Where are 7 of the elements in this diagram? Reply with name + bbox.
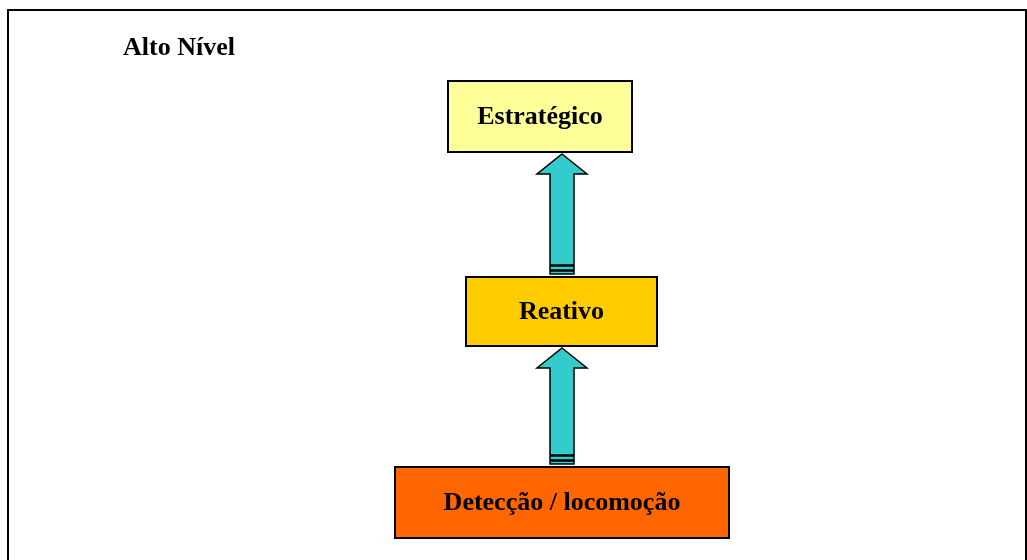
block-arrow: [534, 153, 590, 275]
process-box: Estratégico: [447, 80, 633, 153]
process-box: Reativo: [465, 276, 658, 347]
frame: [7, 9, 1027, 560]
block-arrow: [534, 347, 590, 465]
frame-heading: Alto Nível: [123, 31, 235, 63]
process-box: Detecção / locomoção: [394, 466, 730, 539]
